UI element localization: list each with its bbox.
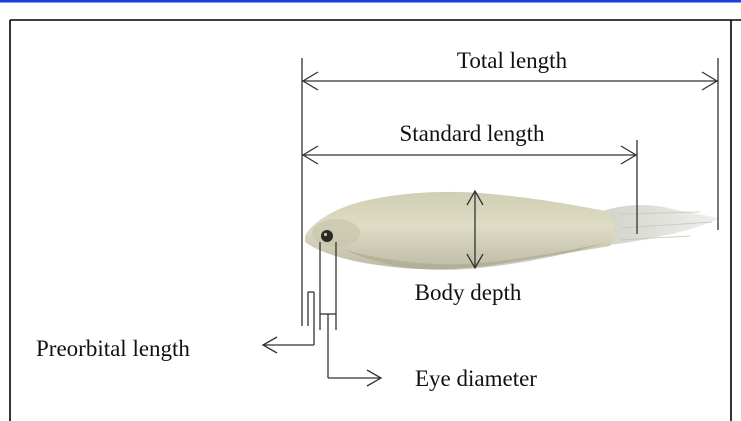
preorbital-length-label: Preorbital length bbox=[36, 336, 190, 361]
standard-length-label: Standard length bbox=[400, 121, 545, 146]
body-depth-label: Body depth bbox=[415, 280, 522, 305]
eye-diameter-label: Eye diameter bbox=[415, 366, 537, 391]
fish-eye bbox=[321, 230, 333, 242]
fish-eye-highlight bbox=[324, 233, 327, 236]
total-length-label: Total length bbox=[457, 48, 568, 73]
fish-image bbox=[305, 192, 720, 270]
top-border bbox=[0, 0, 741, 3]
